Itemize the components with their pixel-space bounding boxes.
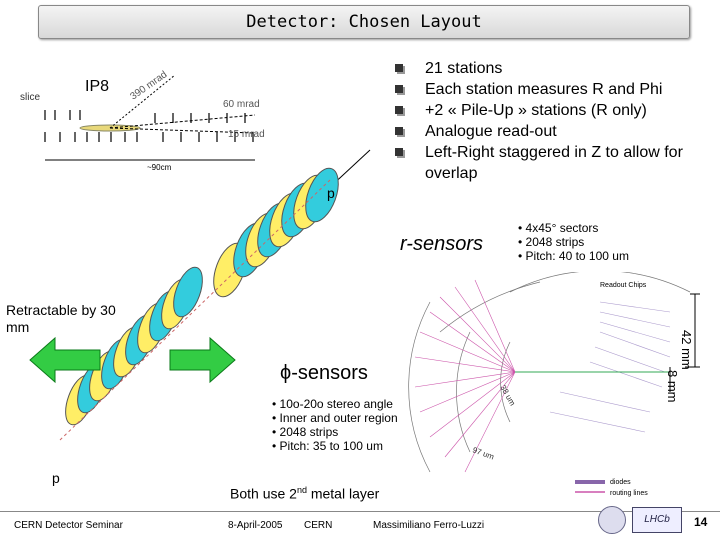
cern-logo-icon	[598, 506, 626, 534]
readout-chips-label: Readout Chips	[600, 282, 647, 289]
page-number: 14	[694, 515, 708, 529]
angle-390-label: 390 mrad	[128, 69, 169, 102]
routing-lines-legend: routing lines	[610, 490, 648, 497]
phi-sensors-label: ϕ-sensors	[280, 362, 368, 384]
r-sensors-label: r-sensors	[400, 233, 483, 255]
right-arrow-icon	[169, 336, 236, 384]
footer-seminar: CERN Detector Seminar	[14, 520, 123, 531]
list-item: Analogue read-out	[395, 121, 705, 142]
retractable-label: Retractable by 30 mm	[6, 302, 116, 335]
metal-layer-note: Both use 2nd metal layer	[230, 485, 380, 502]
page-title: Detector: Chosen Layout	[246, 12, 482, 32]
phi-sensors-notes: • 10o-20o stereo angle • Inner and outer…	[272, 397, 398, 453]
list-item: Each station measures R and Phi	[395, 79, 705, 100]
footer-date: 8-April-2005	[228, 520, 283, 531]
pitch-b-label: 97 um	[471, 445, 495, 461]
sensor-detail-diagram: diodes routing lines Readout Chips 38 um…	[408, 272, 700, 497]
proton-label-bottom: p	[52, 470, 60, 486]
footer-author: Massimiliano Ferro-Luzzi	[373, 520, 485, 531]
proton-label-top: p	[327, 185, 335, 201]
angle-60-label: 60 mrad	[223, 99, 260, 110]
pitch-a-label: 38 um	[498, 384, 517, 408]
title-bar: Detector: Chosen Layout	[38, 5, 690, 39]
ip8-label: IP8	[85, 78, 110, 95]
bullet-icon	[395, 148, 405, 158]
bullet-icon	[395, 85, 405, 95]
dim-8mm-label: 8 mm	[665, 370, 680, 403]
sensor-stack-diagram	[29, 149, 371, 441]
dim-42mm-label: 42 mm	[679, 330, 694, 370]
bullet-icon	[395, 106, 405, 116]
footer-divider	[0, 511, 720, 512]
bullet-icon	[395, 64, 405, 74]
top-layout-diagram: ~90cm 390 mrad 60 mrad 15 mrad	[44, 69, 265, 172]
slice-label: slice	[20, 92, 41, 103]
list-item: 21 stations	[395, 58, 705, 79]
lhcb-logo-icon: LHCb	[632, 507, 682, 533]
bullet-icon	[395, 127, 405, 137]
list-item: +2 « Pile-Up » stations (R only)	[395, 100, 705, 121]
left-arrow-icon	[29, 336, 101, 384]
footer-org: CERN	[304, 520, 333, 531]
list-item: Left-Right staggered in Z to allow for o…	[395, 142, 705, 184]
r-sensors-notes: • 4x45° sectors • 2048 strips • Pitch: 4…	[518, 221, 629, 263]
feature-list: 21 stations Each station measures R and …	[395, 58, 705, 184]
length-label: ~90cm	[147, 163, 172, 172]
diodes-legend: diodes	[610, 479, 631, 486]
angle-15-label: 15 mrad	[228, 129, 265, 140]
